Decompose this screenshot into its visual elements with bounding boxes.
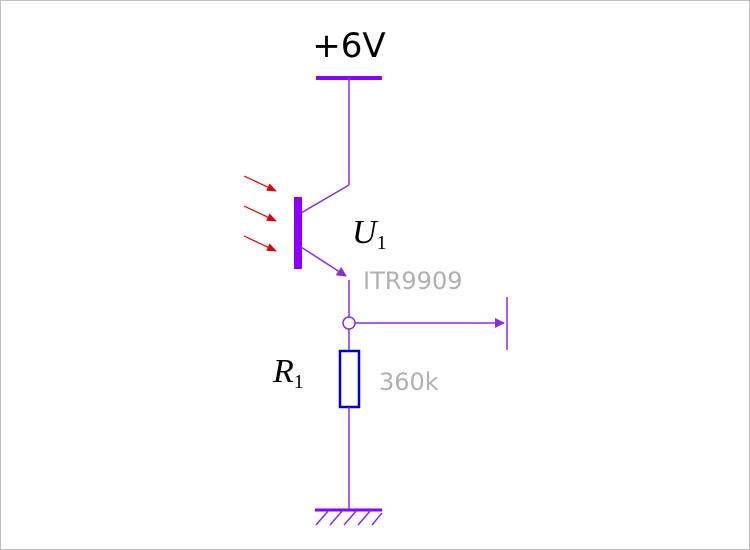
ground-hatch bbox=[315, 509, 330, 526]
output-node bbox=[342, 316, 356, 330]
light-arrow bbox=[243, 175, 277, 192]
resistor-body bbox=[338, 349, 361, 409]
light-arrow bbox=[243, 235, 277, 252]
ground-hatch bbox=[357, 509, 372, 526]
ground-hatch bbox=[329, 509, 344, 526]
resistor-value: 360k bbox=[379, 368, 439, 396]
emitter-lead bbox=[300, 246, 347, 277]
supply-voltage-label: +6V bbox=[312, 26, 385, 66]
ground-symbol bbox=[315, 508, 383, 526]
incident-light-arrows bbox=[243, 175, 277, 252]
light-arrow bbox=[243, 205, 277, 222]
collector-lead bbox=[300, 184, 350, 214]
ground-hatch bbox=[371, 512, 383, 526]
ground-hatch bbox=[343, 509, 358, 526]
transistor-part-number: ITR9909 bbox=[363, 267, 463, 295]
transistor-designator: U1 bbox=[352, 214, 387, 254]
resistor-designator: R1 bbox=[272, 353, 304, 393]
